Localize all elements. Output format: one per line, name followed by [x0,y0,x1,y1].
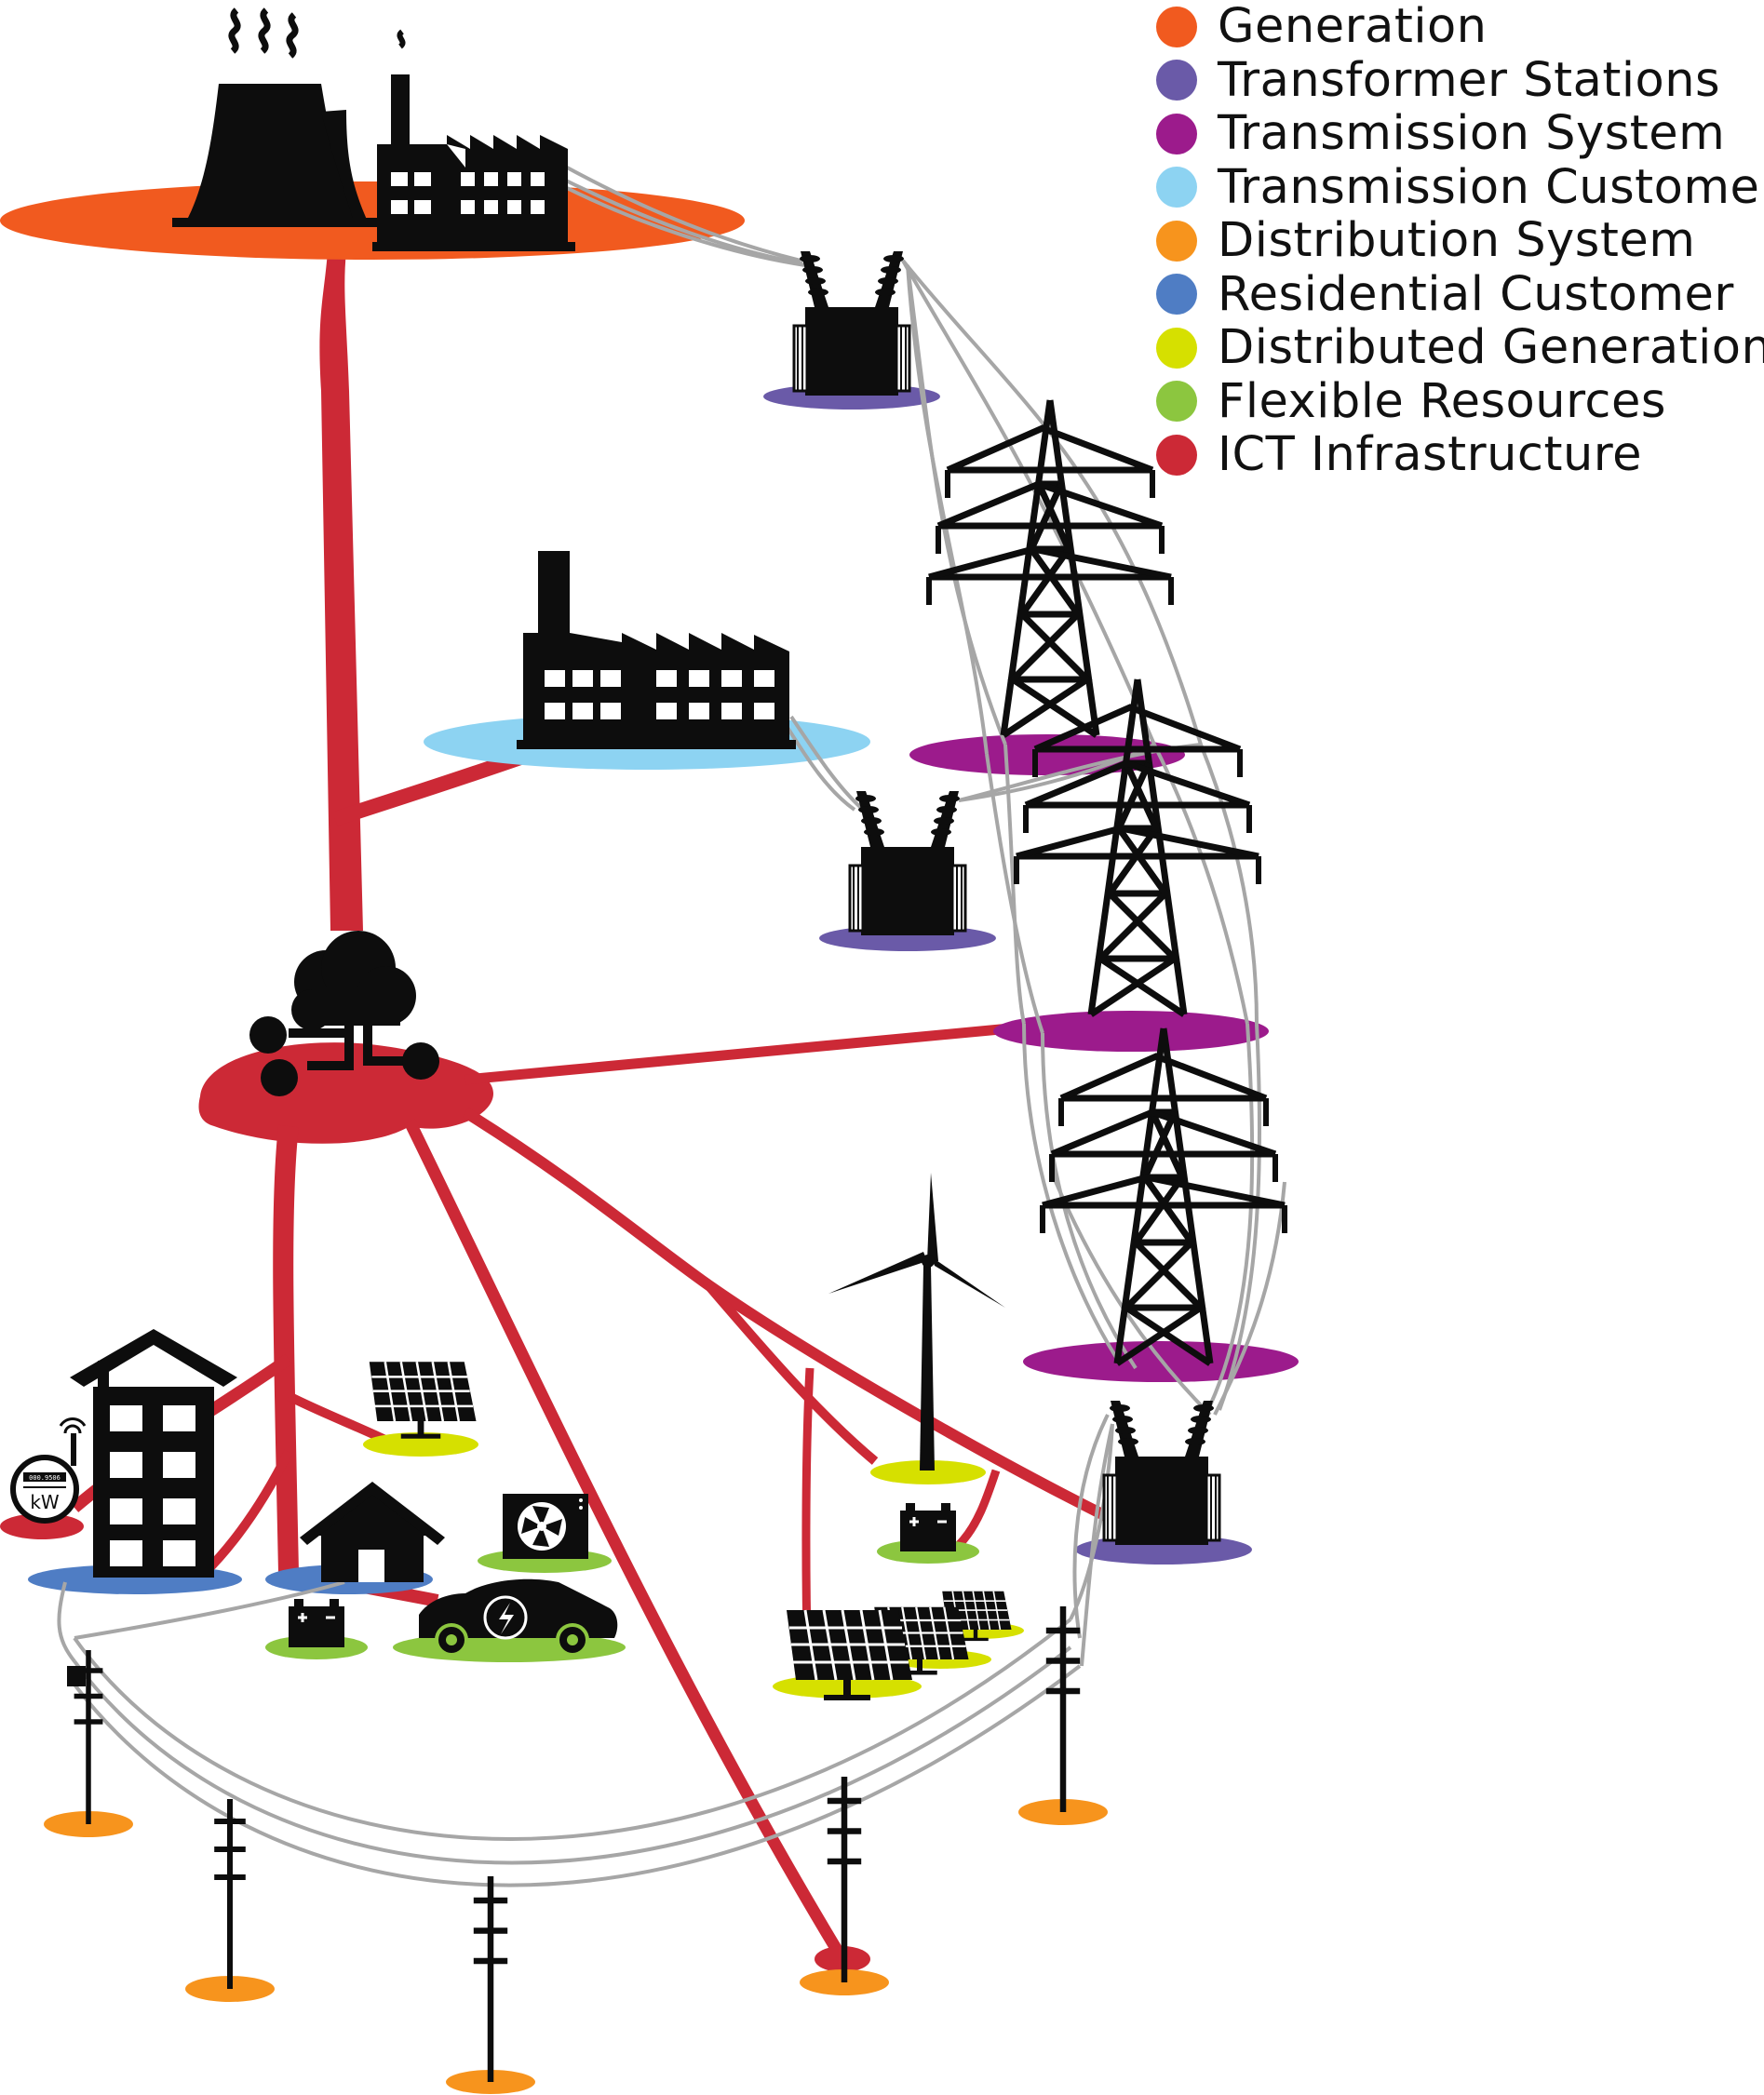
legend-dot-distribution-system [1156,220,1197,262]
ict-network [70,251,1111,1972]
legend-item-transmission-customer: Transmission Customer [1156,159,1764,215]
house-icon [300,1482,445,1582]
pole-transformer-icon [67,1666,86,1686]
distribution-base-4 [800,1969,889,1995]
legend-label: Flexible Resources [1218,373,1666,429]
legend-dot-ict-infrastructure [1156,434,1197,476]
legend: Generation Transformer Stations Transmis… [1156,0,1764,482]
distribution-pole-icon-2 [214,1799,246,1989]
legend-label: Transmission Customer [1218,159,1764,215]
legend-label: Transmission System [1218,106,1726,162]
distribution-pole-icon-3 [474,1876,507,2082]
meter-display: 000.9506 [29,1474,61,1482]
transmission-tower-icon-2 [1017,679,1259,1014]
transformer-icon-3 [1102,1399,1221,1547]
transformer-icon-2 [848,789,967,937]
smart-meter-icon: 000.9506 kW [10,1417,87,1524]
transmission-system-base-2 [993,1011,1269,1052]
legend-label: ICT Infrastructure [1218,427,1642,483]
transformer-icon-1 [792,249,911,397]
battery-icon-1 [898,1501,958,1553]
legend-dot-generation [1156,6,1197,47]
apartment-building-icon [70,1329,237,1578]
meter-base [0,1513,84,1539]
legend-item-transmission-system: Transmission System [1156,106,1764,162]
legend-dot-transformer-stations [1156,60,1197,101]
meter-unit: kW [30,1491,60,1513]
distributed-gen-base-solar-1 [363,1432,478,1457]
heat-pump-icon [503,1494,588,1559]
legend-label: Residential Customer [1218,266,1734,322]
legend-item-distributed-generation: Distributed Generation [1156,320,1764,376]
legend-item-generation: Generation [1156,0,1764,54]
distribution-pole-icon-5 [1046,1606,1080,1812]
electric-car-icon [419,1578,618,1657]
legend-label: Generation [1218,0,1488,55]
legend-dot-distributed-generation [1156,327,1197,369]
cloud-network-icon [249,931,439,1096]
legend-dot-transmission-customer [1156,167,1197,208]
legend-dot-flexible-resources [1156,381,1197,423]
factory-icon [517,551,796,749]
legend-label: Transformer Stations [1218,52,1721,108]
distribution-base-2 [185,1976,275,2002]
legend-dot-residential-customer [1156,274,1197,316]
legend-item-ict-infrastructure: ICT Infrastructure [1156,427,1764,483]
transmission-tower-icon-3 [1043,1028,1285,1363]
solar-panel-icon-1 [368,1360,478,1440]
power-station-icon [172,7,575,251]
battery-icon-2 [287,1597,346,1649]
wind-turbine-icon [828,1173,1005,1471]
legend-item-residential-customer: Residential Customer [1156,266,1764,322]
legend-dot-transmission-system [1156,113,1197,154]
legend-item-transformer-stations: Transformer Stations [1156,52,1764,108]
legend-label: Distribution System [1218,213,1696,269]
legend-label: Distributed Generation [1218,320,1764,376]
legend-item-distribution-system: Distribution System [1156,213,1764,269]
legend-item-flexible-resources: Flexible Resources [1156,373,1764,429]
distributed-gen-base-wind [870,1460,986,1484]
power-lines [57,161,1286,1887]
